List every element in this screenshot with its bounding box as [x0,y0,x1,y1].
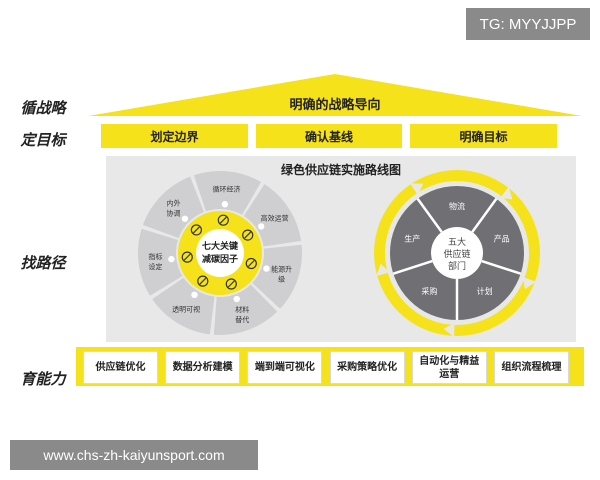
right-center-line3: 部门 [448,260,466,272]
roadmap-title: 绿色供应链实施路线图 [280,163,401,177]
strategy-roof: 明确的战略导向 [88,74,582,116]
goal-box-3: 明确目标 [410,124,557,148]
department-label: 采购 [421,286,437,296]
factor-label-line2: 级 [278,275,285,284]
roof-title: 明确的战略导向 [289,97,380,113]
recycle-icon [217,214,229,226]
department-divider [416,198,443,233]
segment-marker [168,255,175,263]
capability-box: 供应链优化 [83,351,158,384]
transparency-icon [197,275,209,287]
segment-marker [233,295,240,303]
cycle-arrow [500,186,513,200]
capability-box: 采购策略优化 [329,351,405,384]
factor-label: 内外 [166,199,180,208]
segment-marker [181,215,189,222]
energy-icon [245,257,257,270]
segment-marker [221,201,229,208]
department-divider [481,259,522,275]
coordination-icon [190,224,202,236]
factor-segment [213,284,278,335]
material-icon [225,278,237,290]
capability-box: 组织流程梳理 [494,351,569,384]
goal-box-1: 划定边界 [101,124,248,148]
department-label: 计划 [477,286,493,296]
watermark-top: TG: MYYJJPP [466,8,590,40]
factor-label: 透明可视 [172,304,200,313]
row-label-path: 找路径 [20,254,66,272]
left-center-line2: 减碳因子 [202,253,238,265]
row-label-strategy: 循战略 [20,99,66,117]
capability-box: 自动化与精益 运营 [411,351,487,384]
factor-segment [252,244,302,309]
right-center-line1: 五大 [448,236,466,248]
department-label: 物流 [449,201,465,211]
factor-label: 高效运营 [261,214,289,223]
watermark-bottom: www.chs-zh-kaiyunsport.com [10,440,258,470]
left-center-line1: 七大关键 [202,240,239,252]
department-label: 生产 [404,233,420,243]
factor-label: 指标 [149,252,163,261]
factor-label-line2: 协调 [166,209,180,218]
center-hub [431,227,483,279]
segment-marker [257,223,265,230]
factor-segment [142,176,204,238]
factor-segment [243,184,302,247]
cycle-arrow [410,183,424,195]
target-icon [181,251,193,263]
row-label-capability: 育能力 [20,370,66,388]
department-divider [392,259,433,275]
cycle-arrow [443,322,455,337]
center-hub [196,229,244,277]
goal-box-2: 确认基线 [256,124,402,148]
factor-label: 能源升 [271,265,292,274]
efficiency-icon [242,229,254,241]
factor-label-line2: 替代 [235,315,249,324]
capability-box: 数据分析建模 [165,351,241,384]
factor-segment [138,228,183,296]
right-center-line2: 供应链 [443,248,470,260]
cycle-arrow [522,276,536,290]
factor-segment [152,277,215,335]
factor-label-line2: 设定 [149,262,163,271]
department-label: 产品 [494,233,510,243]
row-label-goals: 定目标 [20,131,66,149]
capability-box: 端到端可视化 [247,351,323,384]
factor-label: 材料 [235,305,249,314]
department-divider [471,198,498,233]
segment-marker [191,291,198,299]
segment-marker [263,265,270,272]
cycle-arrow [376,263,390,277]
factor-label: 循环经济 [212,184,240,193]
factor-segment [193,171,262,215]
